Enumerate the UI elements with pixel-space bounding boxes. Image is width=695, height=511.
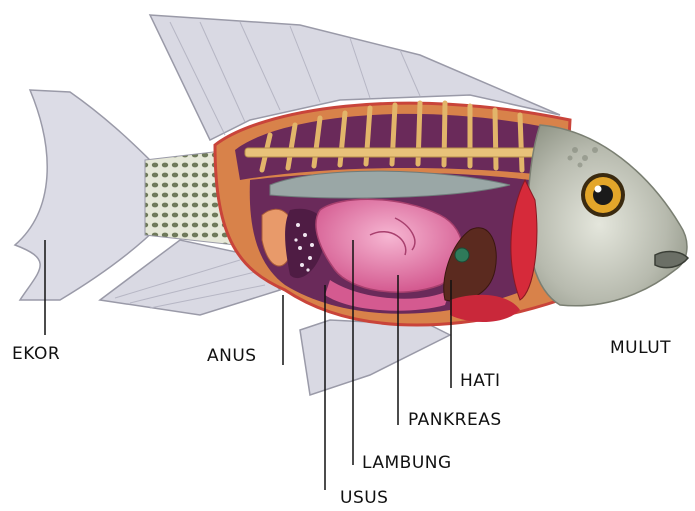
anal-fin: [300, 320, 450, 395]
spine: [245, 148, 545, 157]
eye-icon: [581, 173, 625, 217]
label-anus: ANUS: [207, 348, 257, 365]
label-lambung: LAMBUNG: [362, 455, 452, 472]
tail-fin: [15, 90, 160, 300]
label-usus: USUS: [340, 490, 388, 507]
label-mulut: MULUT: [610, 340, 671, 357]
label-hati: HATI: [460, 373, 501, 390]
label-pankreas: PANKREAS: [408, 412, 502, 429]
gall-bladder: [455, 248, 469, 262]
label-ekor: EKOR: [12, 346, 60, 363]
mouth: [655, 252, 688, 268]
